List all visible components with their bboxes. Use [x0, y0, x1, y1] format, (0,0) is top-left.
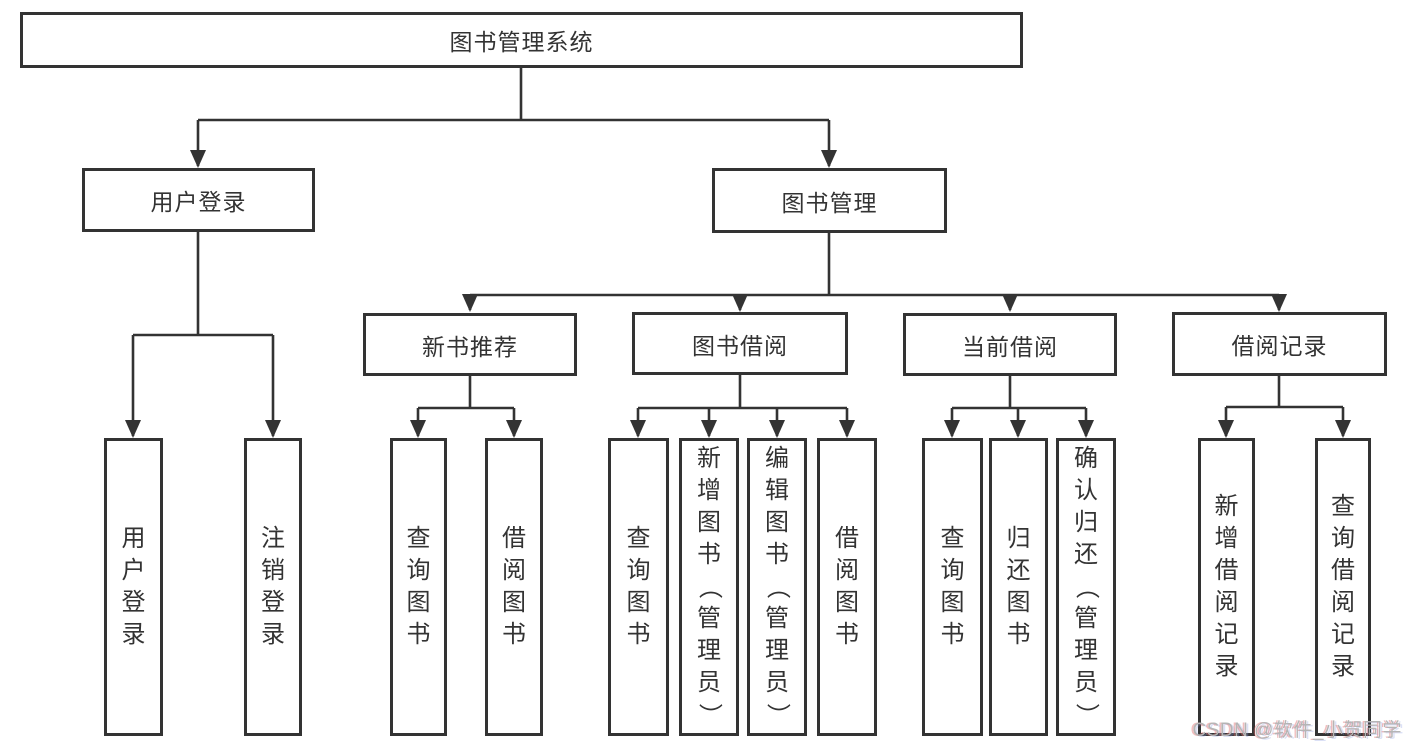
leaf-query-books-borrowing-label: 查询图书	[626, 525, 651, 648]
leaf-confirm-return-admin: 确认归还（管理员）	[1056, 438, 1116, 736]
leaf-borrow-books: 借阅图书	[817, 438, 877, 736]
leaf-logout: 注销登录	[244, 438, 302, 736]
connector-borrowing-to-leaves	[636, 375, 849, 436]
node-current-borrowing: 当前借阅	[903, 313, 1117, 376]
node-book-borrowing-label: 图书借阅	[692, 332, 788, 359]
node-borrowing-records: 借阅记录	[1172, 312, 1387, 376]
csdn-watermark: CSDN @软件_小贺同学	[1192, 720, 1402, 741]
node-book-management-label: 图书管理	[781, 189, 878, 216]
leaf-edit-books-admin-label: 编辑图书（管理员）	[764, 445, 791, 727]
connector-recommend-to-leaves	[416, 376, 516, 436]
leaf-query-books-recommend-label: 查询图书	[406, 525, 431, 648]
node-new-book-recommend-label: 新书推荐	[422, 333, 518, 360]
leaf-add-borrow-record: 新增借阅记录	[1198, 438, 1255, 736]
node-new-book-recommend: 新书推荐	[363, 313, 577, 376]
leaf-borrow-books-recommend-label: 借阅图书	[502, 525, 526, 648]
leaf-confirm-return-admin-label: 确认归还（管理员）	[1073, 445, 1100, 727]
node-current-borrowing-label: 当前借阅	[962, 333, 1058, 360]
node-book-borrowing: 图书借阅	[632, 312, 848, 375]
leaf-user-login-label: 用户登录	[121, 525, 146, 648]
leaf-query-books-current: 查询图书	[922, 438, 983, 736]
node-root-label: 图书管理系统	[449, 29, 594, 55]
leaf-add-borrow-record-label: 新增借阅记录	[1214, 493, 1239, 680]
leaf-query-books-current-label: 查询图书	[940, 525, 965, 648]
node-user-login-label: 用户登录	[150, 189, 247, 215]
arrowheads	[125, 150, 1351, 438]
connector-records-to-leaves	[1224, 376, 1345, 436]
leaf-query-borrow-record: 查询借阅记录	[1315, 438, 1371, 736]
node-root: 图书管理系统	[20, 12, 1023, 68]
node-user-login: 用户登录	[82, 168, 315, 232]
leaf-return-books: 归还图书	[989, 438, 1048, 736]
leaf-query-borrow-record-label: 查询借阅记录	[1331, 493, 1355, 680]
connector-userlogin-to-leaves	[131, 232, 275, 436]
leaf-borrow-books-recommend: 借阅图书	[485, 438, 543, 736]
leaf-logout-label: 注销登录	[261, 525, 285, 648]
leaf-edit-books-admin: 编辑图书（管理员）	[747, 438, 807, 736]
leaf-add-books-admin-label: 新增图书（管理员）	[696, 445, 723, 727]
node-borrowing-records-label: 借阅记录	[1231, 333, 1328, 359]
leaf-user-login: 用户登录	[104, 438, 163, 736]
leaf-query-books-borrowing: 查询图书	[608, 438, 669, 736]
connector-bookmgmt-to-level3	[468, 233, 1281, 310]
leaf-return-books-label: 归还图书	[1006, 525, 1031, 648]
leaf-add-books-admin: 新增图书（管理员）	[679, 438, 739, 736]
node-book-management: 图书管理	[712, 168, 947, 233]
leaf-borrow-books-label: 借阅图书	[835, 525, 859, 648]
leaf-query-books-recommend: 查询图书	[390, 438, 447, 736]
connector-root-to-level2	[196, 68, 831, 166]
